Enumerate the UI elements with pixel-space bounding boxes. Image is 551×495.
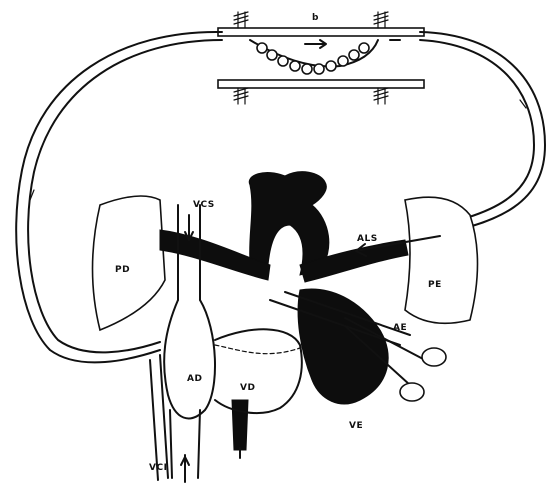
left-ventricle — [298, 289, 388, 404]
label-vcs: VCS — [193, 200, 215, 210]
label-ad: AD — [187, 374, 202, 384]
clamp-hatch-bottom-right — [374, 88, 388, 104]
right-ventricle-dashed-line — [215, 345, 300, 354]
vci-wall-left — [170, 410, 172, 478]
oxygenator-bottom-plate — [218, 80, 424, 88]
right-atrium — [164, 300, 215, 418]
label-b: b — [312, 13, 319, 23]
oxygenator-beads — [257, 43, 369, 74]
oxygenator-top-plate — [218, 28, 424, 36]
label-vd: VD — [240, 383, 255, 393]
right-lung — [93, 196, 166, 330]
clamp-hatch-bottom-left — [234, 88, 248, 104]
left-lung — [405, 197, 478, 323]
label-pd: PD — [115, 265, 130, 275]
label-ae: AE — [393, 323, 407, 333]
clamp-hatch-top-left — [234, 12, 248, 28]
vci-wall-right — [198, 410, 200, 478]
clamp-hatch-top-right — [374, 12, 388, 28]
right-ventricle — [215, 329, 302, 413]
label-pe: PE — [428, 280, 442, 290]
label-als: ALS — [357, 234, 378, 244]
descending-aorta — [232, 400, 248, 450]
venous-tube-outer — [150, 360, 158, 480]
label-ve: VE — [349, 421, 363, 431]
oxygenator-module: b — [218, 12, 424, 104]
